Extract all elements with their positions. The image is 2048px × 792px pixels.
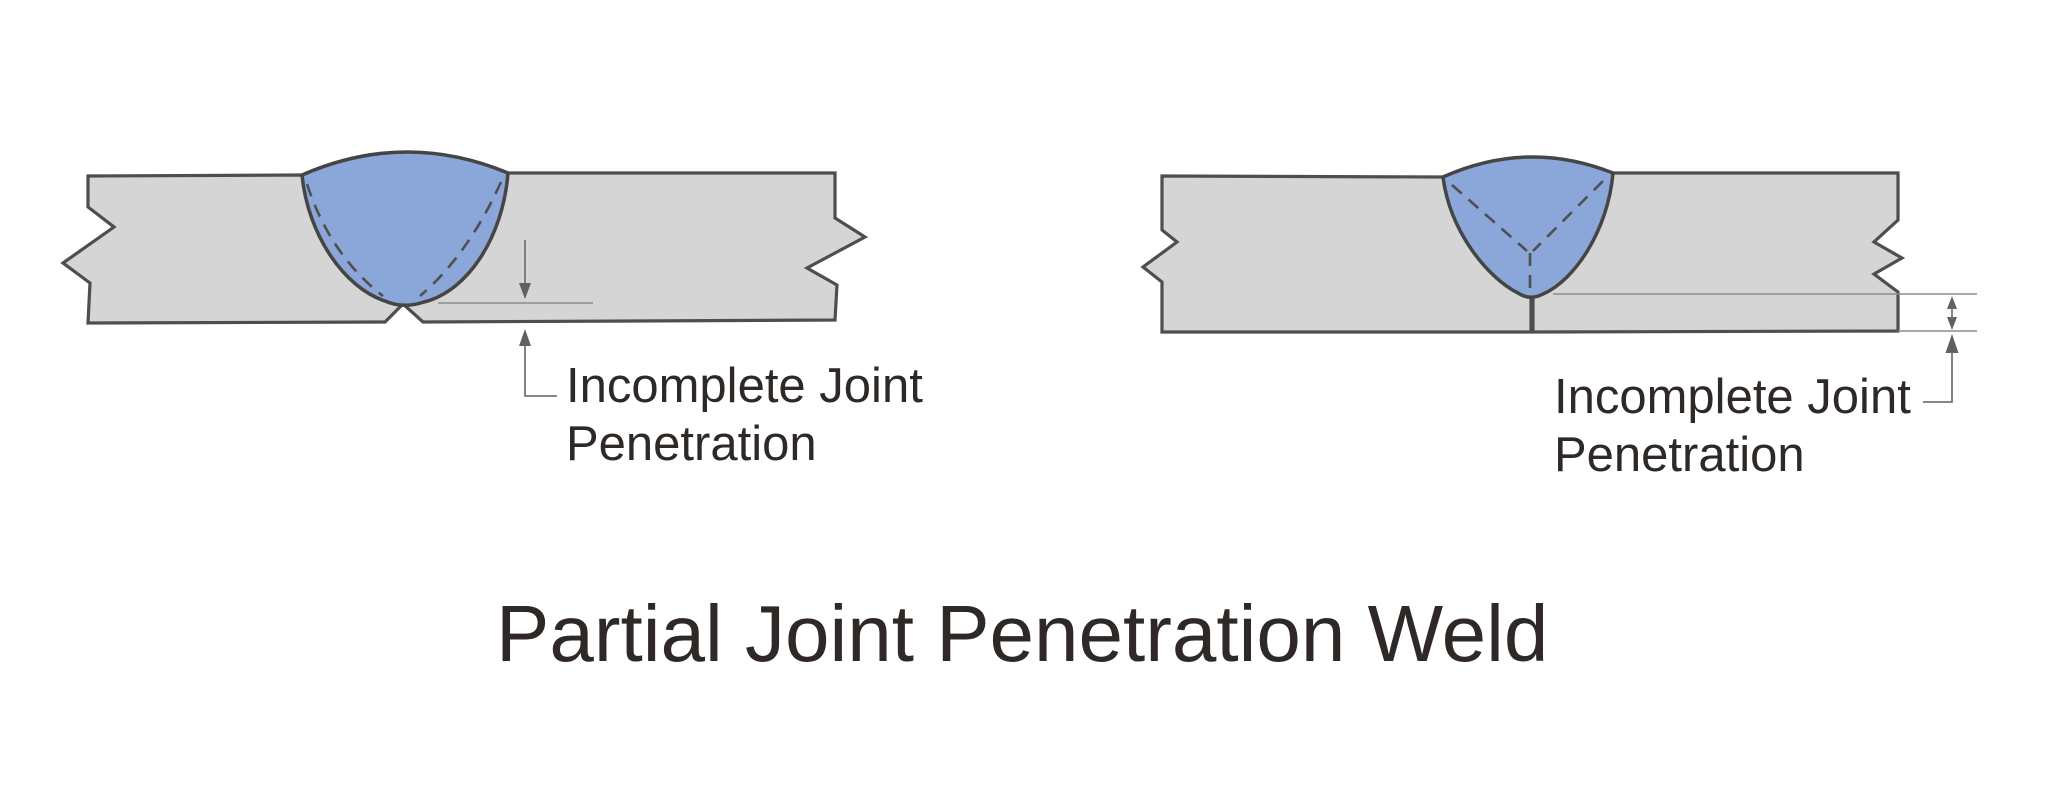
right-dim-down-arrowhead-icon [1947,317,1957,330]
left-diagram-right-plate [400,171,869,324]
right-weld-diagram [1140,155,1977,403]
right-weld-bead [1441,155,1615,299]
left-label-line2: Penetration [566,417,817,471]
left-leader-line [524,345,557,397]
figure-title: Partial Joint Penetration Weld [496,589,1549,678]
right-dim-up-arrowhead-icon [1947,296,1957,309]
left-groove-dashed-left [305,183,384,298]
left-groove-dashed-right [419,181,503,297]
right-leader-line [1923,352,1953,403]
right-up-arrowhead-icon [1945,334,1959,353]
right-diagram-right-plate [1531,171,1906,334]
right-up-arrow-leader [1923,334,1959,403]
left-label-line1: Incomplete Joint [566,359,923,413]
right-label-line1: Incomplete Joint [1554,370,1911,424]
left-down-dimension-arrow [519,240,531,299]
right-groove-dashed-right [1532,180,1604,252]
right-incomplete-joint-penetration-label: Incomplete Joint Penetration [1554,368,1911,484]
left-weld-diagram [60,150,869,397]
left-up-arrowhead-icon [519,329,531,346]
left-up-arrow-leader [519,329,557,397]
left-incomplete-joint-penetration-label: Incomplete Joint Penetration [566,357,923,473]
right-double-dimension-arrow [1947,296,1957,330]
left-down-arrowhead-icon [519,283,531,299]
right-label-line2: Penetration [1554,428,1805,482]
right-groove-dashed-left [1451,184,1528,252]
